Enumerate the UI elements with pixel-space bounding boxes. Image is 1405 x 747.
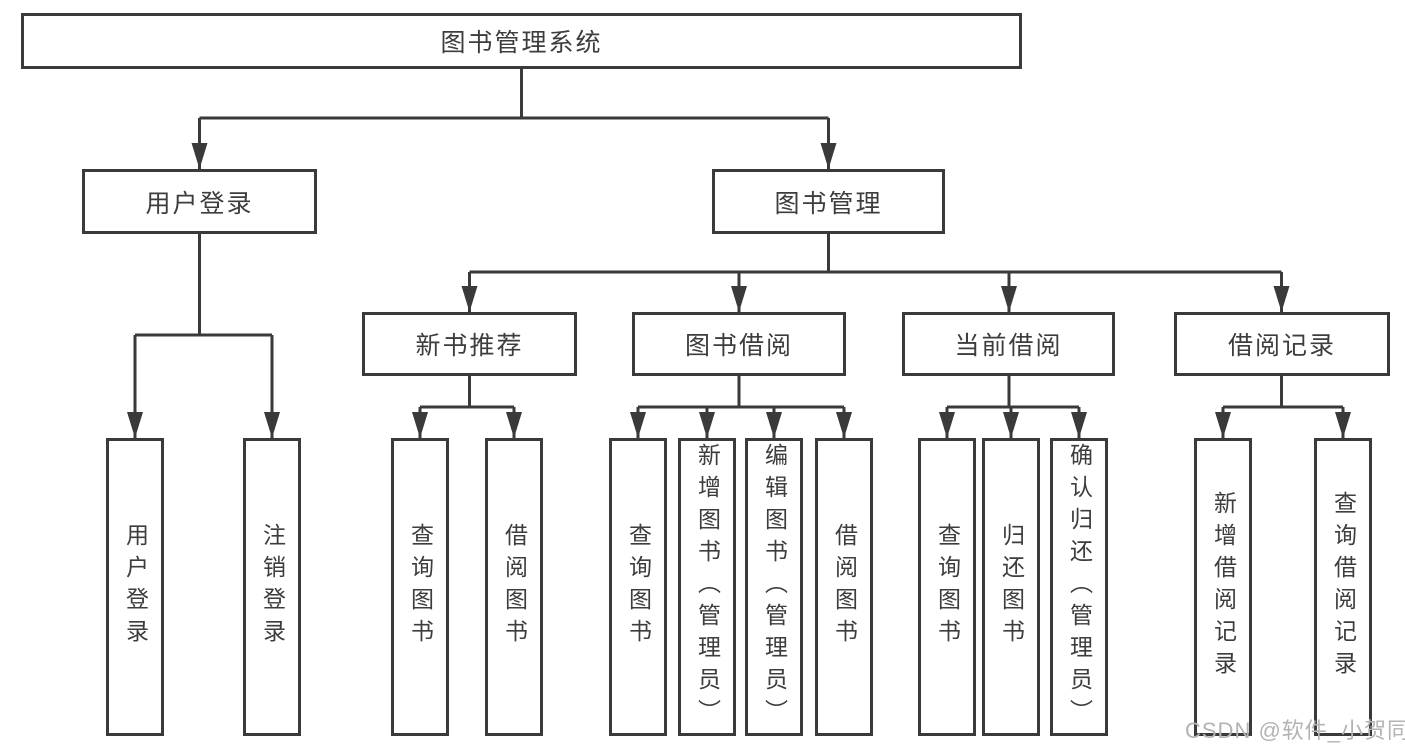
- node-leaf-confirm-return-admin: 确认归还（管理员）: [1050, 438, 1108, 736]
- arrowhead-icon: [127, 412, 143, 438]
- node-current-borrowing: 当前借阅: [902, 312, 1115, 376]
- arrowhead-icon: [630, 412, 646, 438]
- node-library-management-system: 图书管理系统: [21, 13, 1022, 69]
- node-leaf-return-books: 归还图书: [982, 438, 1040, 736]
- node-leaf-edit-books-admin: 编辑图书（管理员）: [745, 438, 803, 736]
- arrowhead-icon: [1215, 412, 1231, 438]
- node-label: 查询图书: [407, 523, 434, 651]
- connector-history-to-children: [1221, 376, 1345, 438]
- arrowhead-icon: [939, 412, 955, 438]
- node-label: 查询图书: [934, 523, 961, 651]
- arrowhead-icon: [820, 143, 837, 169]
- node-label: 借阅记录: [1227, 332, 1336, 360]
- node-label: 归还图书: [998, 523, 1025, 651]
- node-book-management-branch: 图书管理: [712, 169, 945, 234]
- connector-mgmt-to-level3: [468, 234, 1283, 312]
- node-leaf-add-borrow-record: 新增借阅记录: [1194, 438, 1252, 736]
- arrowhead-icon: [1273, 286, 1290, 312]
- arrowhead-icon: [836, 412, 852, 438]
- node-book-borrowing: 图书借阅: [632, 312, 846, 376]
- arrowheads: [127, 143, 1351, 438]
- node-label: 新书推荐: [415, 332, 524, 360]
- node-label: 用户登录: [122, 523, 149, 651]
- node-leaf-query-books-current: 查询图书: [918, 438, 976, 736]
- node-label: 借阅图书: [831, 523, 858, 651]
- node-label: 当前借阅: [954, 332, 1063, 360]
- node-leaf-user-login: 用户登录: [106, 438, 164, 736]
- arrowhead-icon: [1335, 412, 1351, 438]
- connector-newrec-to-children: [418, 376, 516, 438]
- node-leaf-borrow-books-recommend: 借阅图书: [485, 438, 543, 736]
- node-new-book-recommend: 新书推荐: [362, 312, 577, 376]
- arrowhead-icon: [766, 412, 782, 438]
- node-label: 图书管理系统: [440, 29, 603, 57]
- arrowhead-icon: [1001, 286, 1017, 312]
- arrowhead-icon: [699, 412, 715, 438]
- node-label: 编辑图书（管理员）: [761, 443, 788, 731]
- node-label: 新增图书（管理员）: [694, 443, 721, 731]
- node-label: 用户登录: [145, 189, 254, 218]
- watermark: CSDN @软件_小贺同学: [1185, 718, 1405, 743]
- node-leaf-query-books-recommend: 查询图书: [391, 438, 449, 736]
- arrowhead-icon: [731, 286, 747, 312]
- connector-root-to-level2: [198, 69, 830, 169]
- node-label: 借阅图书: [501, 523, 528, 651]
- connector-login-to-children: [133, 233, 274, 438]
- node-label: 查询图书: [625, 523, 652, 651]
- node-label: 图书借阅: [684, 332, 793, 360]
- node-label: 新增借阅记录: [1210, 491, 1237, 683]
- node-label: 注销登录: [259, 523, 286, 651]
- node-label: 查询借阅记录: [1330, 491, 1357, 683]
- node-leaf-query-books-borrowing: 查询图书: [609, 438, 667, 736]
- node-leaf-query-borrow-record: 查询借阅记录: [1314, 438, 1372, 736]
- arrowhead-icon: [461, 286, 478, 312]
- connector-borrow-to-children: [636, 376, 846, 438]
- node-leaf-add-books-admin: 新增图书（管理员）: [678, 438, 736, 736]
- arrowhead-icon: [506, 412, 522, 438]
- arrowhead-icon: [412, 412, 428, 438]
- node-user-login-branch: 用户登录: [82, 169, 317, 234]
- arrowhead-icon: [1071, 412, 1087, 438]
- arrowhead-icon: [264, 412, 280, 438]
- arrowhead-icon: [1003, 412, 1019, 438]
- node-leaf-borrow-books: 借阅图书: [815, 438, 873, 736]
- node-label: 确认归还（管理员）: [1066, 443, 1093, 731]
- node-borrowing-records: 借阅记录: [1174, 312, 1390, 376]
- arrowhead-icon: [191, 143, 208, 169]
- node-leaf-logout: 注销登录: [243, 438, 301, 736]
- node-label: 图书管理: [774, 189, 883, 218]
